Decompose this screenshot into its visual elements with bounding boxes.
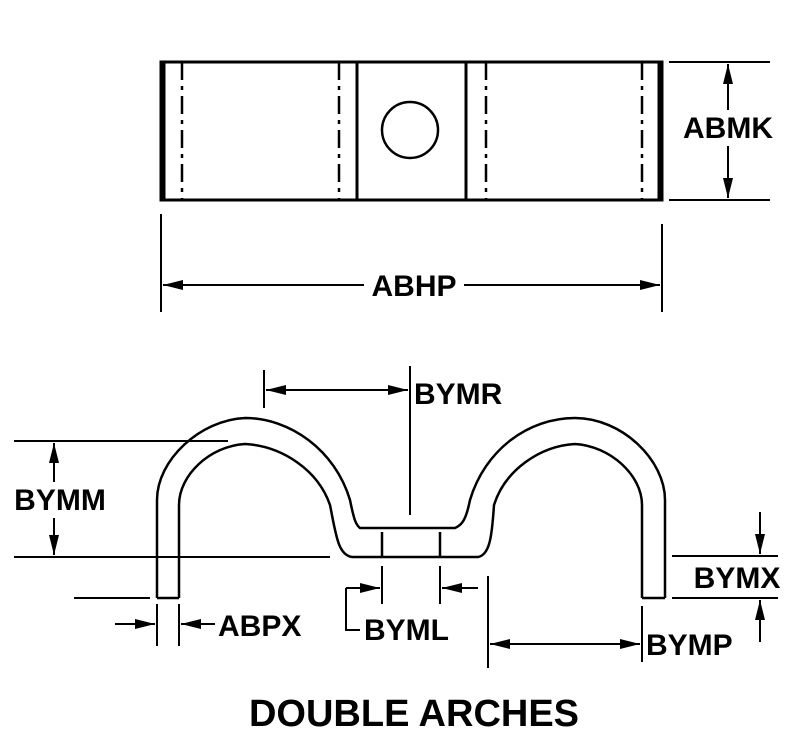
bymx-dimension bbox=[672, 512, 778, 642]
abmk-dimension bbox=[669, 61, 770, 201]
bymm-dimension bbox=[14, 440, 330, 558]
byml-dimension bbox=[345, 566, 478, 631]
abmk-label: ABMK bbox=[683, 112, 773, 145]
abhp-label: ABHP bbox=[371, 270, 456, 303]
abpx-dimension bbox=[74, 597, 215, 646]
bymx-label: BYMX bbox=[694, 562, 781, 595]
bymr-label: BYMR bbox=[414, 378, 503, 411]
bymp-dimension bbox=[487, 576, 643, 668]
bymr-dimension bbox=[263, 366, 411, 515]
mounting-hole bbox=[380, 100, 440, 160]
drawing-caption: DOUBLE ARCHES bbox=[249, 693, 579, 735]
top-view bbox=[159, 60, 664, 202]
bymm-label: BYMM bbox=[14, 484, 106, 517]
abhp-dimension bbox=[160, 214, 663, 312]
side-view-profile bbox=[155, 416, 667, 600]
bymp-label: BYMP bbox=[646, 629, 733, 662]
abpx-label: ABPX bbox=[218, 610, 301, 643]
byml-label: BYML bbox=[364, 614, 449, 647]
hidden-bend-lines bbox=[180, 62, 644, 200]
top-view-outline bbox=[159, 60, 664, 202]
